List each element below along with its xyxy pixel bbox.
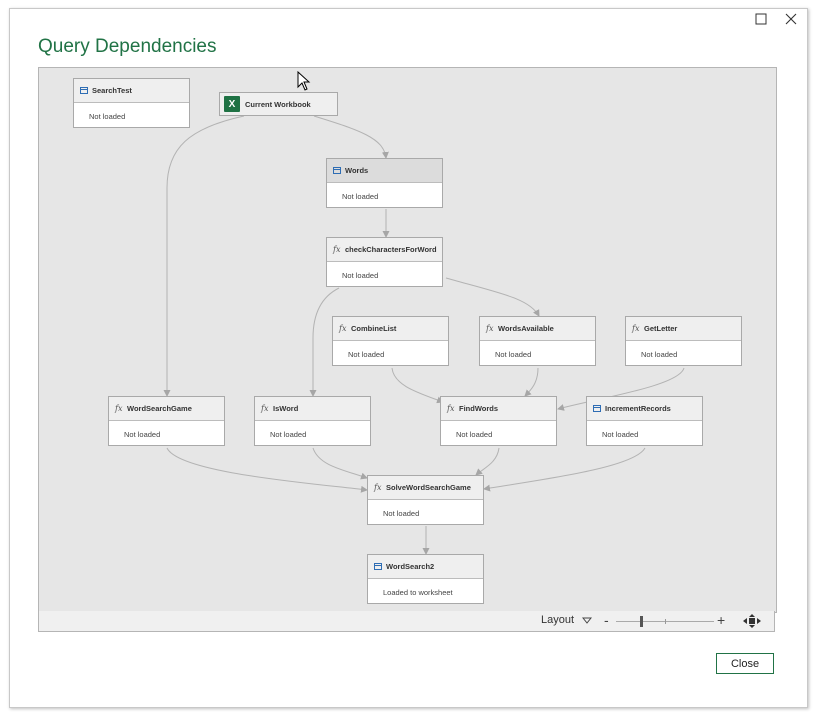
zoom-slider[interactable] xyxy=(616,616,714,627)
query-status: Not loaded xyxy=(342,271,379,280)
query-status: Not loaded xyxy=(602,430,639,439)
query-node-words[interactable]: Words Not loaded xyxy=(326,158,443,208)
query-name: SearchTest xyxy=(92,86,132,95)
zoom-slider-center-tick xyxy=(665,619,666,624)
dependency-edges xyxy=(163,115,685,555)
query-status: Not loaded xyxy=(641,350,678,359)
zoom-slider-thumb[interactable] xyxy=(639,616,643,627)
diagram-toolbar: Layout - + xyxy=(38,611,775,632)
close-button[interactable]: Close xyxy=(716,653,774,674)
query-name: checkCharactersForWord xyxy=(345,245,437,254)
dialog-title: Query Dependencies xyxy=(38,36,217,57)
table-icon xyxy=(374,563,382,570)
table-icon xyxy=(80,87,88,94)
query-node-getletter[interactable]: fx GetLetter Not loaded xyxy=(625,316,742,366)
query-node-isword[interactable]: fx IsWord Not loaded xyxy=(254,396,371,446)
query-status: Not loaded xyxy=(89,112,126,121)
edge-incrementrecords-solve xyxy=(483,447,646,492)
source-name: Current Workbook xyxy=(245,99,311,109)
chevron-down-icon[interactable] xyxy=(582,615,592,625)
function-icon: fx xyxy=(339,324,347,333)
edge-combinelist-findwords xyxy=(391,367,444,404)
query-status: Not loaded xyxy=(456,430,493,439)
zoom-in-button[interactable]: + xyxy=(717,612,726,628)
edge-getletter-findwords xyxy=(557,367,685,411)
query-status: Loaded to worksheet xyxy=(383,588,453,597)
current-workbook-source-node[interactable]: X Current Workbook xyxy=(219,92,338,116)
close-icon[interactable] xyxy=(783,11,799,27)
function-icon: fx xyxy=(333,245,341,254)
query-node-checkcharactersforword[interactable]: fx checkCharactersForWord Not loaded xyxy=(326,237,443,287)
query-status: Not loaded xyxy=(495,350,532,359)
function-icon: fx xyxy=(374,483,382,492)
edge-check-isword xyxy=(309,287,340,397)
fit-to-screen-icon[interactable] xyxy=(743,614,761,628)
query-status: Not loaded xyxy=(348,350,385,359)
query-name: WordSearch2 xyxy=(386,562,435,571)
zoom-out-button[interactable]: - xyxy=(604,612,609,628)
function-icon: fx xyxy=(261,404,269,413)
layout-dropdown-label[interactable]: Layout xyxy=(541,614,575,626)
mouse-cursor-icon xyxy=(297,71,311,91)
edge-workbook-words xyxy=(313,115,389,159)
query-node-incrementrecords[interactable]: IncrementRecords Not loaded xyxy=(586,396,703,446)
query-name: CombineList xyxy=(351,324,397,333)
edge-wordsearchgame-solve xyxy=(166,447,368,493)
edge-wordsavailable-findwords xyxy=(524,367,539,397)
query-node-wordsavailable[interactable]: fx WordsAvailable Not loaded xyxy=(479,316,596,366)
query-node-findwords[interactable]: fx FindWords Not loaded xyxy=(440,396,557,446)
query-name: Words xyxy=(345,166,369,175)
query-name: WordsAvailable xyxy=(498,324,554,333)
function-icon: fx xyxy=(632,324,640,333)
query-name: FindWords xyxy=(459,404,499,413)
query-name: SolveWordSearchGame xyxy=(386,483,471,492)
edge-workbook-wordsearchgame xyxy=(163,115,245,397)
edge-isword-solve xyxy=(312,447,368,480)
query-status: Not loaded xyxy=(270,430,307,439)
query-name: IsWord xyxy=(273,404,299,413)
query-status: Not loaded xyxy=(342,192,379,201)
query-name: IncrementRecords xyxy=(605,404,671,413)
excel-icon: X xyxy=(224,96,240,112)
query-name: GetLetter xyxy=(644,324,678,333)
function-icon: fx xyxy=(486,324,494,333)
table-icon xyxy=(333,167,341,174)
query-node-wordsearchgame[interactable]: fx WordSearchGame Not loaded xyxy=(108,396,225,446)
function-icon: fx xyxy=(115,404,123,413)
query-status: Not loaded xyxy=(383,509,420,518)
query-status: Not loaded xyxy=(124,430,161,439)
query-node-wordsearch2[interactable]: WordSearch2 Loaded to worksheet xyxy=(367,554,484,604)
maximize-icon[interactable] xyxy=(753,11,769,27)
query-node-combinelist[interactable]: fx CombineList Not loaded xyxy=(332,316,449,366)
function-icon: fx xyxy=(447,404,455,413)
edge-findwords-solve xyxy=(475,447,500,476)
dependency-diagram-canvas[interactable]: X Current Workbook SearchTest Not loaded… xyxy=(38,67,777,613)
edge-check-wordsavailable xyxy=(445,277,540,317)
query-node-solvewordsearchgame[interactable]: fx SolveWordSearchGame Not loaded xyxy=(367,475,484,525)
query-node-searchtest[interactable]: SearchTest Not loaded xyxy=(73,78,190,128)
query-name: WordSearchGame xyxy=(127,404,192,413)
table-icon xyxy=(593,405,601,412)
